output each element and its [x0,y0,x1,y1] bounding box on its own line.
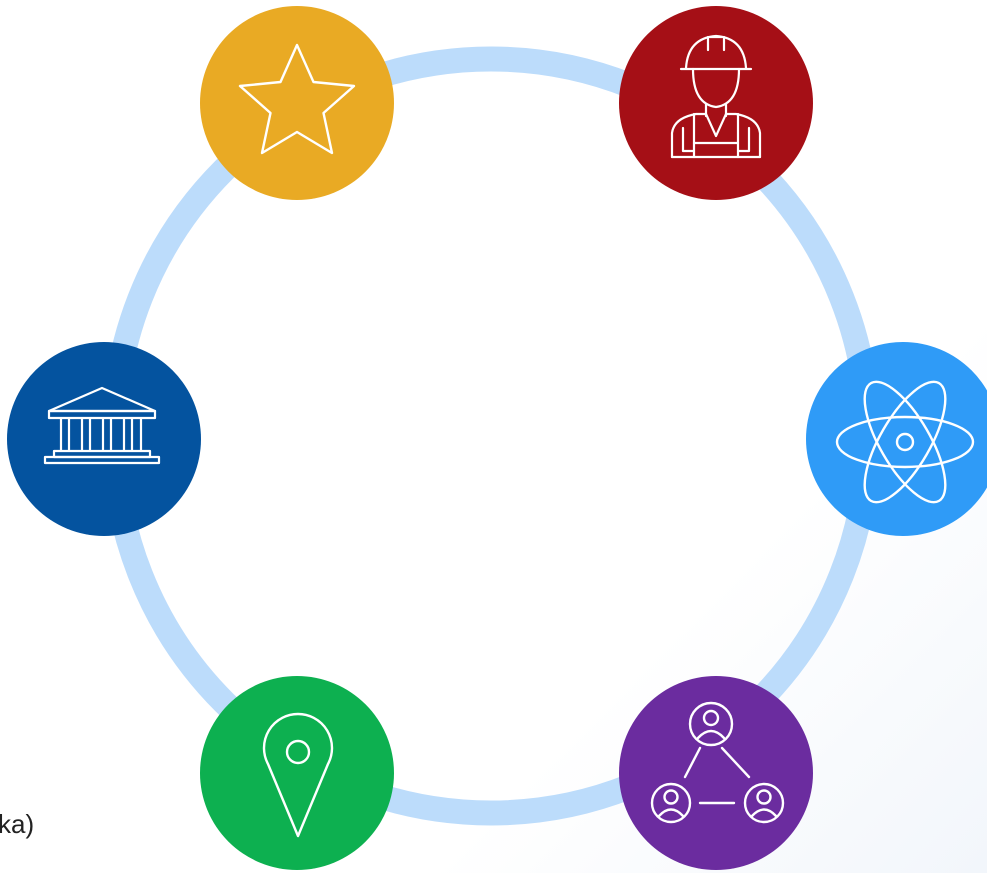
node-star-circle [200,6,394,200]
atom-icon [835,380,975,504]
people-network-icon [650,701,785,824]
government-building-icon [43,386,161,465]
node-worker [619,6,813,200]
node-star [200,6,394,200]
fragment-text: ka) [0,809,35,839]
node-worker-circle [619,6,813,200]
node-location-circle [200,676,394,870]
location-pin-icon [262,712,334,838]
node-government [7,342,201,536]
node-atom [806,342,987,536]
node-network-circle [619,676,813,870]
node-location [200,676,394,870]
star-icon [238,43,356,155]
construction-worker-icon [670,34,762,159]
node-network [619,676,813,870]
